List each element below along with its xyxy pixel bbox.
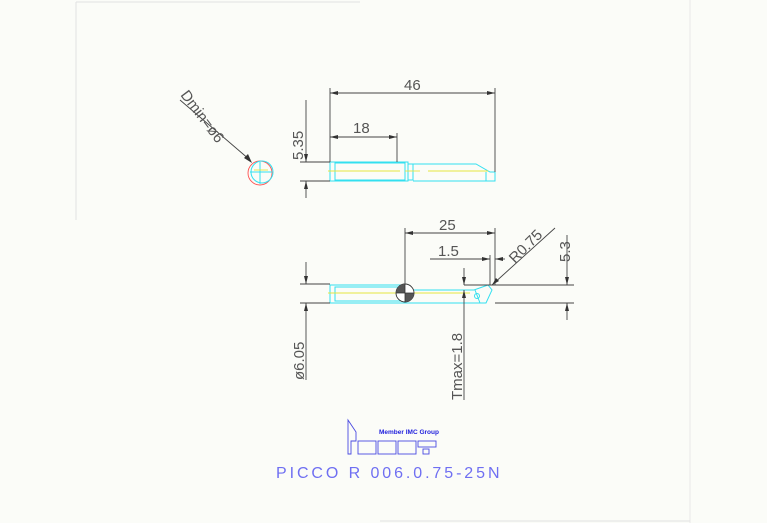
iscar-logo	[347, 418, 437, 455]
top-view-dimensions	[300, 88, 496, 198]
dim-25: 25	[439, 217, 456, 234]
side-view-dimensions	[300, 227, 574, 400]
dmin-leader	[179, 99, 252, 163]
dim-18: 18	[353, 120, 370, 137]
dim-tmax: Tmax=1.8	[449, 333, 466, 400]
logo-tagline: Member IMC Group	[379, 429, 439, 436]
dim-5-3: 5.3	[557, 241, 574, 262]
dim-r0-75: R0.75	[506, 227, 546, 267]
dim-46: 46	[404, 77, 421, 94]
center-mark-icon	[395, 283, 415, 303]
dim-diameter-6-05: ø6.05	[291, 342, 308, 380]
part-number-title: PICCO R 006.0.75-25N	[276, 465, 500, 482]
dmin-label: Dmin=ø6	[177, 87, 227, 146]
dim-5-35: 5.35	[290, 131, 307, 160]
sheet-border	[75, 0, 691, 523]
top-view-tool-outline	[328, 161, 496, 182]
end-view-circle	[247, 160, 274, 186]
dim-1-5: 1.5	[438, 243, 459, 260]
